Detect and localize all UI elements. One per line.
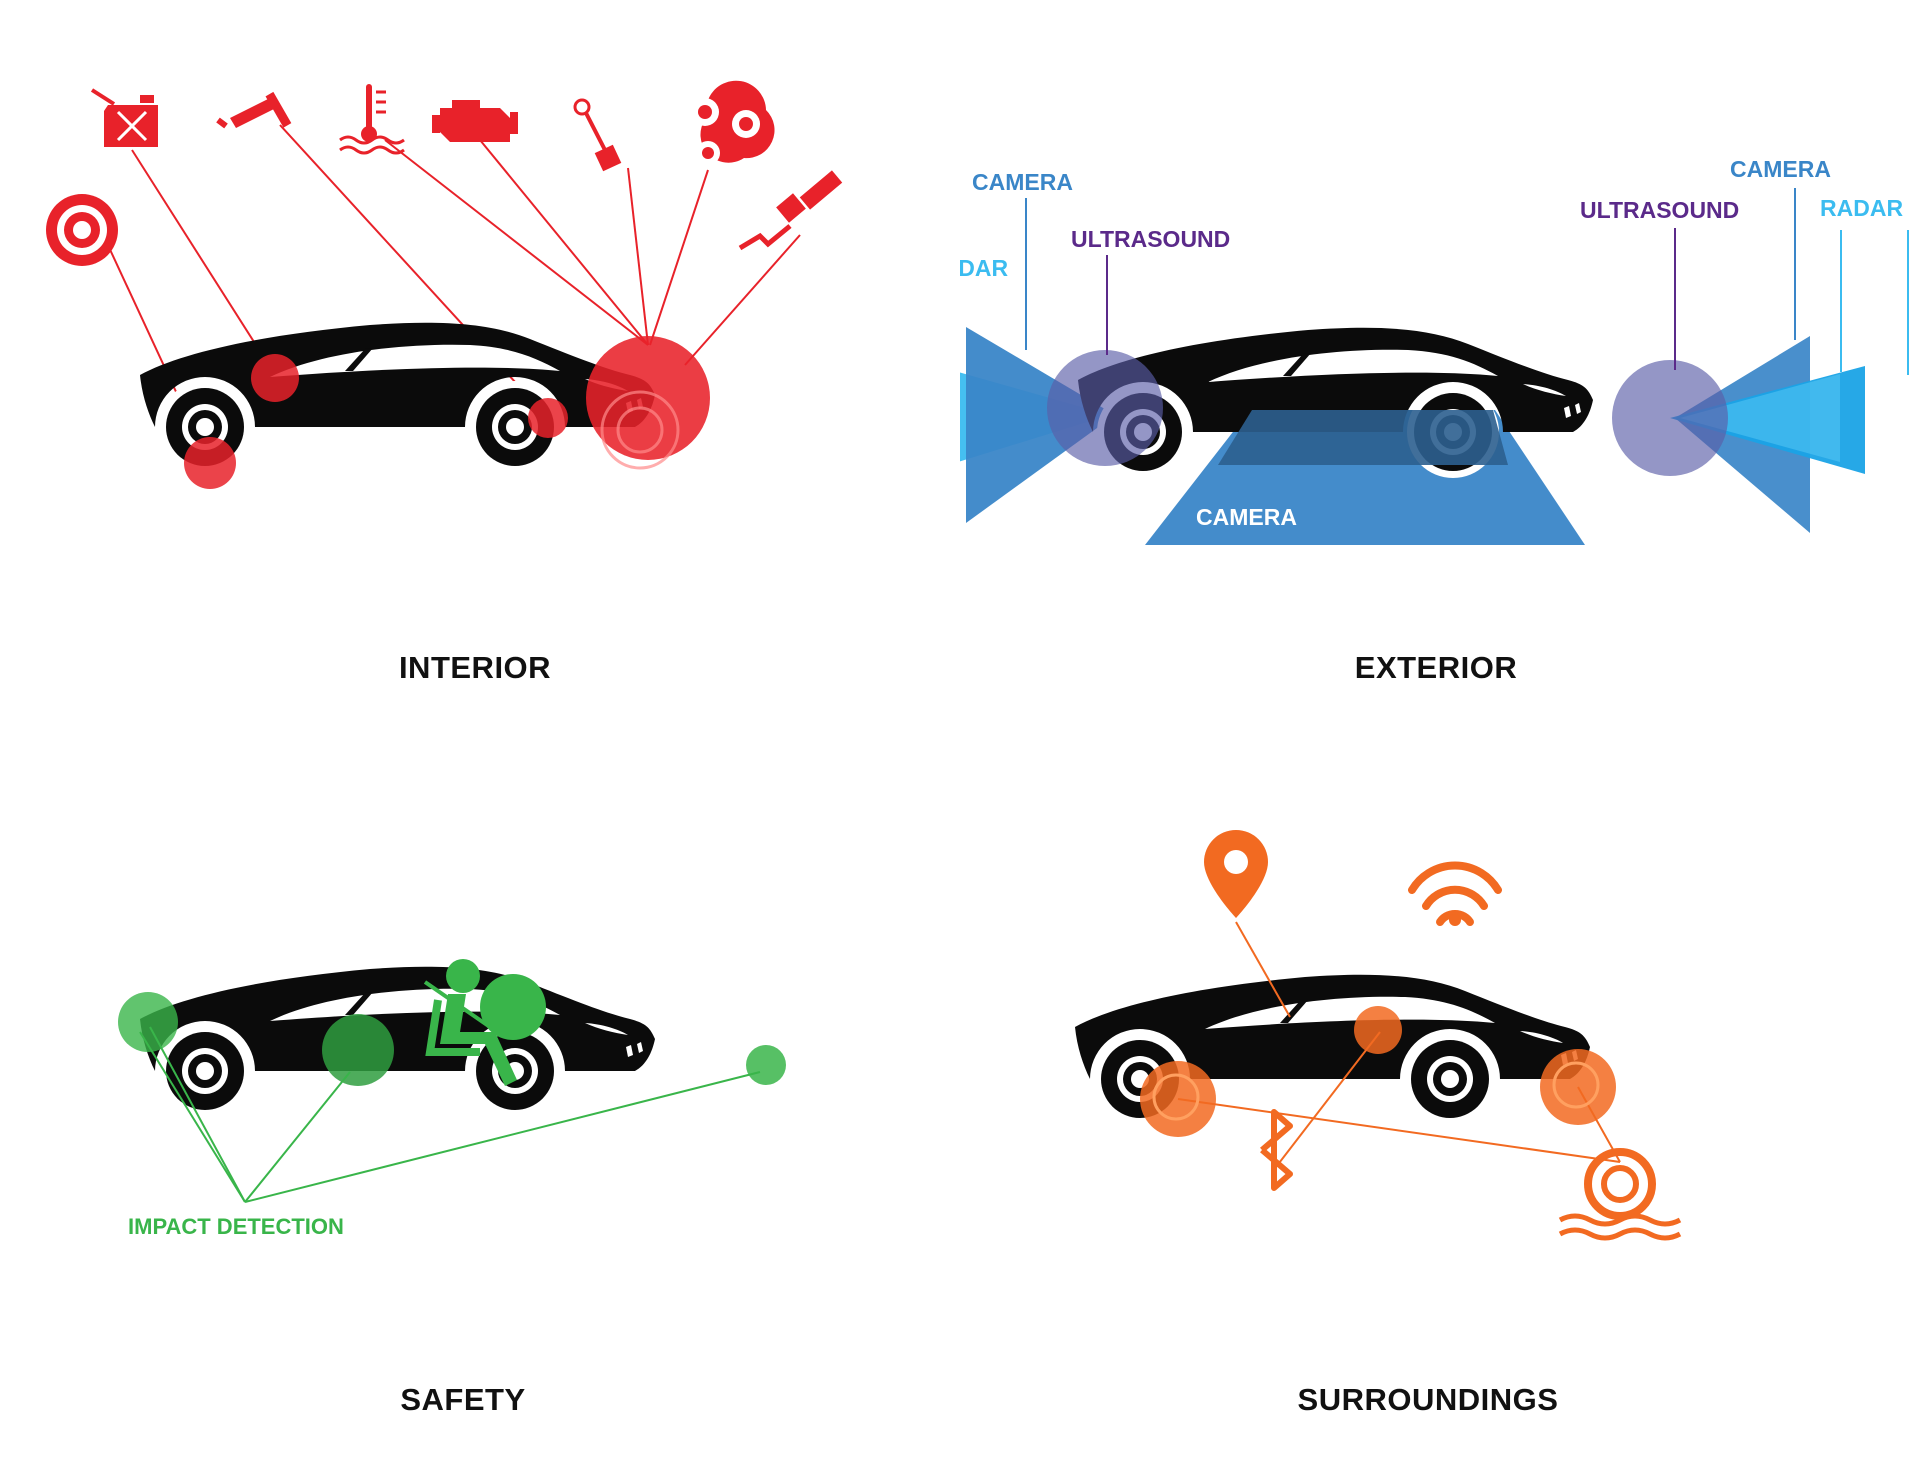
fuel-can-icon xyxy=(90,88,158,147)
airbag-icon xyxy=(480,974,546,1040)
surroundings-panel: SURROUNDINGS xyxy=(960,742,1920,1484)
exterior-diagram: RADAR CAMERA ULTRASOUND ULTRASOUND CAMER… xyxy=(960,156,1909,545)
exterior-panel: RADAR CAMERA ULTRASOUND ULTRASOUND CAMER… xyxy=(960,0,1920,742)
interior-hotspots xyxy=(184,336,710,489)
location-pin-icon xyxy=(1204,830,1268,918)
ultrasound-right-label: ULTRASOUND xyxy=(1580,197,1739,223)
safety-car xyxy=(140,966,655,1117)
surroundings-title: SURROUNDINGS xyxy=(1297,1382,1559,1417)
interior-diagram xyxy=(46,80,843,489)
impact-detection-label: IMPACT DETECTION xyxy=(128,1214,344,1239)
spark-plug-icon xyxy=(738,170,843,251)
safety-title: SAFETY xyxy=(400,1382,526,1417)
target-icon xyxy=(46,194,118,266)
left-camera-beam xyxy=(966,327,1115,523)
surroundings-connector-lines xyxy=(1177,921,1621,1168)
radar-left-label: RADAR xyxy=(960,255,1008,281)
camera-bottom-label: CAMERA xyxy=(1196,504,1297,530)
wifi-icon xyxy=(1408,861,1502,926)
right-ultrasound-bubble xyxy=(1612,360,1728,476)
surroundings-hotspots xyxy=(1140,1006,1616,1137)
coolant-temperature-icon xyxy=(339,84,405,155)
radar-right-label: RADAR xyxy=(1820,195,1903,221)
camera-left-label: CAMERA xyxy=(972,169,1073,195)
tire-water-icon xyxy=(1558,1148,1682,1241)
seated-passenger-icon xyxy=(423,959,517,1086)
interior-title: INTERIOR xyxy=(398,650,552,685)
safety-diagram: IMPACT DETECTION xyxy=(118,959,786,1239)
interior-panel: INTERIOR xyxy=(0,0,960,742)
belt-pulley-icon xyxy=(691,80,775,165)
piston-icon xyxy=(573,98,622,172)
engine-icon xyxy=(432,100,518,142)
ultrasound-left-label: ULTRASOUND xyxy=(1071,226,1230,252)
exterior-title: EXTERIOR xyxy=(1354,650,1518,685)
interior-connector-lines xyxy=(99,124,801,466)
bluetooth-icon xyxy=(1260,1109,1293,1191)
safety-panel: IMPACT DETECTION SAFETY xyxy=(0,742,960,1484)
impact-hotspots xyxy=(118,992,786,1086)
impact-lines xyxy=(139,1026,761,1203)
left-ultrasound-bubble xyxy=(1047,350,1163,466)
wiper-icon xyxy=(216,91,292,129)
exterior-leader-lines xyxy=(1025,188,1909,375)
surroundings-diagram xyxy=(1075,830,1682,1241)
camera-right-label: CAMERA xyxy=(1730,156,1831,182)
